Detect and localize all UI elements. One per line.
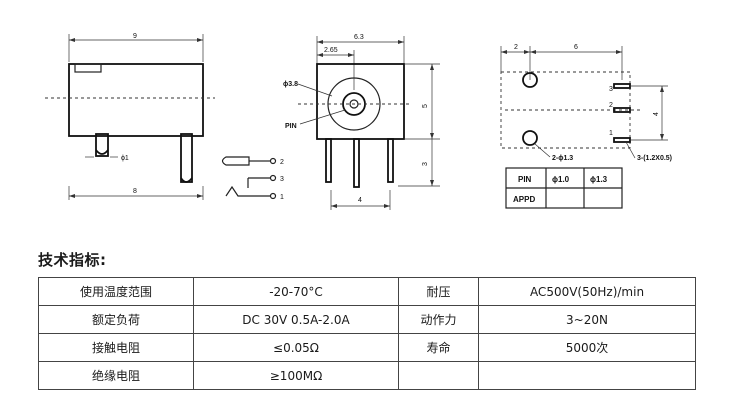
dim-pin-spacing: 4 [358, 197, 362, 204]
schematic-pin-2: 2 [280, 159, 284, 166]
dim-side-pin: ϕ1 [121, 155, 129, 162]
spec-label-empty [398, 361, 479, 390]
schematic-symbol: 2 3 1 [221, 156, 284, 201]
spec-label-temp: 使用温度范围 [38, 277, 194, 306]
spec-label-insulation: 绝缘电阻 [38, 361, 194, 390]
spec-value-empty [478, 361, 696, 390]
schematic-pin-3: 3 [280, 176, 284, 183]
dim-side-top: 9 [133, 33, 137, 40]
dim-fp-left: 2 [514, 44, 518, 51]
spec-label-voltage: 耐压 [398, 277, 479, 306]
side-view: 9 ϕ1 8 [45, 33, 215, 200]
dim-fp-right: 6 [574, 44, 578, 51]
pcb-footprint: 2 6 3 2 1 4 2-ϕ1.3 3-(1.2X0.5) PIN ϕ1.0 … [500, 44, 672, 209]
spec-label-contact-res: 接触电阻 [38, 333, 194, 362]
hole-callout: 2-ϕ1.3 [552, 155, 573, 162]
dim-fp-height: 4 [653, 112, 660, 116]
table-row: 接触电阻 ≤0.05Ω 寿命 5000次 [38, 333, 696, 362]
spec-value-force: 3~20N [478, 305, 696, 334]
spec-label-force: 动作力 [398, 305, 479, 334]
front-view: 6.3 2.65 ϕ3.8 PIN 5 3 4 [283, 34, 440, 210]
pin-table-header-pin: PIN [518, 175, 532, 184]
slot-callout: 3-(1.2X0.5) [637, 155, 672, 162]
pin-table-header-d10: ϕ1.0 [552, 175, 570, 184]
fp-pin-2: 2 [609, 102, 613, 109]
fp-pin-3: 3 [609, 86, 613, 93]
pin-table-row-appd: APPD [513, 195, 535, 204]
pin-callout: PIN [285, 123, 297, 130]
pin-table-header-d13: ϕ1.3 [590, 175, 608, 184]
pin-size-table: PIN ϕ1.0 ϕ1.3 APPD [505, 167, 623, 209]
spec-value-insulation: ≥100MΩ [193, 361, 399, 390]
spec-value-voltage: AC500V(50Hz)/min [478, 277, 696, 306]
table-row: 使用温度范围 -20-70°C 耐压 AC500V(50Hz)/min [38, 277, 696, 306]
spec-label-life: 寿命 [398, 333, 479, 362]
spec-label-load: 额定负荷 [38, 305, 194, 334]
dim-side-bottom: 8 [133, 188, 137, 195]
table-row: 绝缘电阻 ≥100MΩ [38, 361, 696, 390]
technical-drawing: 9 ϕ1 8 6.3 2.65 ϕ3 [45, 33, 672, 210]
dim-front-upper: 5 [422, 104, 429, 108]
dim-front-offset: 2.65 [324, 47, 338, 54]
spec-table: 使用温度范围 -20-70°C 耐压 AC500V(50Hz)/min 额定负荷… [38, 277, 696, 390]
spec-value-life: 5000次 [478, 333, 696, 362]
spec-value-temp: -20-70°C [193, 277, 399, 306]
table-row: 额定负荷 DC 30V 0.5A-2.0A 动作力 3~20N [38, 305, 696, 334]
dim-front-width: 6.3 [354, 34, 364, 41]
section-title: 技术指标: [38, 251, 107, 269]
spec-value-contact-res: ≤0.05Ω [193, 333, 399, 362]
fp-pin-1: 1 [609, 130, 613, 137]
dim-front-lower: 3 [422, 162, 429, 166]
dim-hole-dia: ϕ3.8 [283, 81, 298, 88]
spec-value-load: DC 30V 0.5A-2.0A [193, 305, 399, 334]
schematic-pin-1: 1 [280, 194, 284, 201]
